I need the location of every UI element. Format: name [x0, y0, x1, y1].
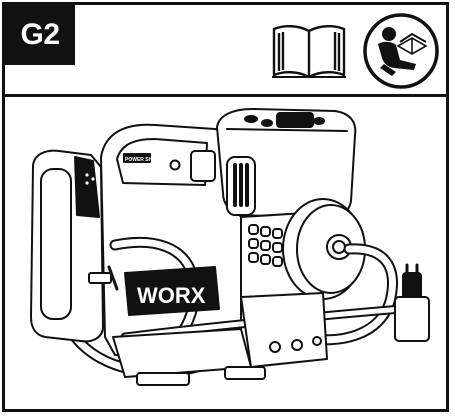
handle-label: POWER SHARE: [125, 157, 163, 163]
icon-group: [268, 11, 440, 91]
product-illustration: POWER SHARE: [5, 97, 446, 409]
figure-header: G2: [5, 5, 446, 97]
read-manual-icon: [362, 12, 440, 90]
step-badge: G2: [5, 5, 75, 65]
brand-logo: WORX: [137, 283, 206, 308]
figure-panel: G2: [2, 2, 449, 412]
open-book-icon: [268, 19, 350, 83]
